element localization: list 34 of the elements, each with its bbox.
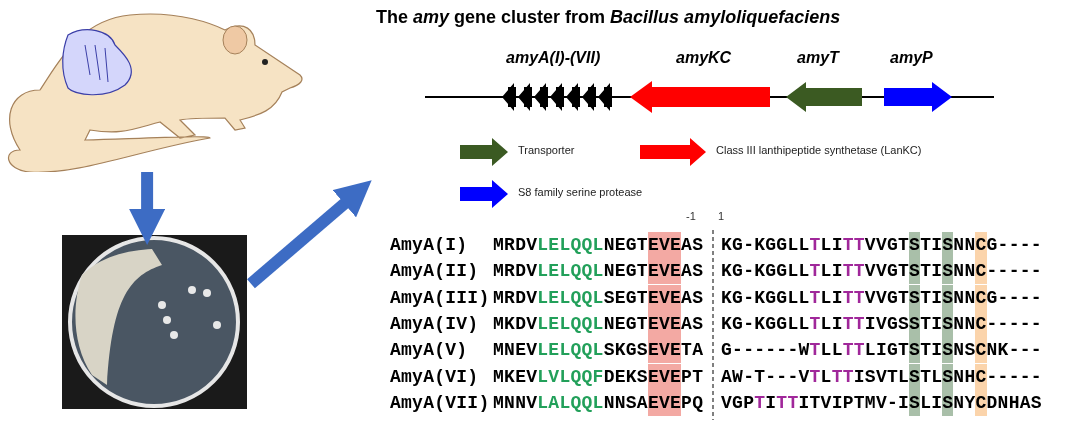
sequence-text: MKEVLVLQQFDEKSEVEPT (493, 363, 704, 390)
sequence-text: KG-KGGLLTLITTIVGSSTISNNC----- (721, 310, 1042, 337)
sequence-text: MRDVLELQQLSEGTEVEAS (493, 284, 704, 311)
sequence-text: KG-KGGLLTLITTVVGTSTISNNCG---- (721, 284, 1042, 311)
legend-text: S8 family serine protease (518, 186, 643, 198)
gene-label: amyP (890, 49, 933, 67)
sequence-name: AmyA(VII) (390, 391, 490, 415)
gene-label: amyA(I)-(VII) (506, 49, 601, 67)
gene-label: amyKC (676, 49, 732, 67)
sequence-text: KG-KGGLLTLITTVVGTSTISNNC----- (721, 258, 1042, 285)
sequence-name: AmyA(III) (390, 286, 490, 310)
sequence-text: KG-KGGLLTLITTVVGTSTISNNCG---- (721, 232, 1042, 258)
sequence-name: AmyA(I) (390, 234, 468, 257)
position-number: 1 (718, 210, 725, 222)
sequence-text: MNEVLELQQLSKGSEVETA (493, 337, 704, 364)
sequence-text: G------WTLLTTLIGTSTISNSCNK--- (721, 337, 1042, 364)
sequence-name: AmyA(V) (390, 339, 468, 363)
sequence-text: MNNVLALQQLNNSAEVEPQ (493, 389, 704, 416)
title: The amy gene cluster from Bacillus amyloliquefaciens (376, 7, 841, 28)
sequence-name: AmyA(IV) (390, 312, 479, 336)
petri-dish-photo (62, 235, 247, 409)
arrow (129, 172, 166, 245)
sequence-name: AmyA(II) (390, 260, 479, 284)
legend-text: Class III lanthipeptide synthetase (LanKC) (716, 144, 922, 156)
sequence-text: VGPTITTITVIPTMV-ISLISNYCDNHAS (721, 389, 1042, 416)
sequence-text: MRDVLELQQLNEGTEVEAS (493, 258, 704, 285)
arrow (247, 180, 372, 289)
legend-text: Transporter (518, 144, 575, 156)
sequence-text: AW-T---VTLTTISVTLSTLSNHC----- (721, 363, 1042, 390)
sequence-name: AmyA(VI) (390, 365, 479, 389)
position-number: -1 (686, 210, 696, 222)
sequence-text: MKDVLELQQLNEGTEVEAS (493, 310, 704, 337)
gene-label: amyT (797, 49, 839, 67)
sequence-text: MRDVLELQQLNEGTEVEAS (493, 232, 704, 258)
